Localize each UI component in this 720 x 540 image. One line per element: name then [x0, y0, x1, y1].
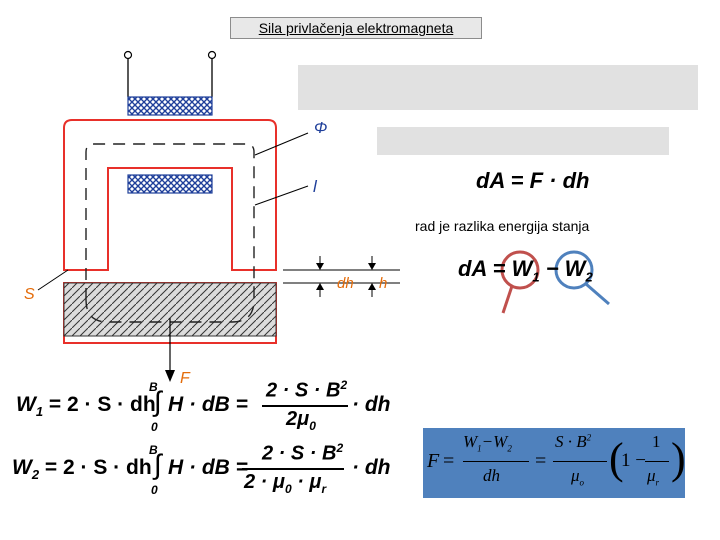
dh-label: dh — [337, 275, 354, 292]
circle-w1-handle — [501, 285, 514, 314]
eq-w2-fraction-bar — [242, 468, 344, 470]
f-num4: 1 — [652, 432, 661, 451]
eq-da-lhs: dA = — [458, 256, 512, 281]
f-den2: μo — [571, 466, 584, 487]
f-num1-w2-sub: 2 — [507, 443, 512, 454]
eq-w1-integral: ∫ — [154, 386, 162, 417]
coil-middle — [127, 174, 213, 194]
f-num2-sup: 2 — [586, 432, 592, 443]
eq-w1-den-text: 2μ — [286, 408, 310, 430]
eq-w2-den-sub: 0 — [284, 482, 292, 496]
s-leader — [37, 269, 69, 291]
eq-w2-numerator: 2 · S · B2 — [262, 441, 343, 466]
f-paren-open: ( — [609, 434, 624, 483]
force-formula-box: F = W1−W2 dh = S · B2 μo ( 1 − 1 μr ) — [423, 428, 686, 498]
s-label: S — [24, 286, 35, 303]
eq-w2-mid: = 2 · S · dh — [39, 456, 152, 479]
eq-w2-den-tail-sub: r — [321, 482, 327, 496]
h-arrowhead-bottom — [368, 283, 376, 290]
magnet-core — [63, 119, 277, 271]
f-paren-close: ) — [671, 434, 686, 483]
eq-w2-num-text: 2 · S · B — [262, 442, 337, 465]
eq-w1-int-bottom: 0 — [151, 420, 158, 434]
eq-minus: − — [539, 256, 565, 281]
f-eq1: = — [443, 450, 455, 472]
circle-w2-handle — [585, 282, 610, 306]
f-den4-mu: μ — [647, 466, 656, 485]
terminal-right — [207, 50, 217, 60]
f-one-minus: 1 − — [621, 450, 646, 471]
eq-w2-tail: · dh — [352, 456, 391, 479]
eq-w2-int-top: B — [149, 443, 158, 457]
eq-w2-denominator: 2 · μ0 · μr — [244, 471, 326, 496]
l-leader — [254, 185, 309, 206]
eq-w2-integrand: H · dB = — [168, 456, 248, 479]
force-arrowhead — [165, 370, 175, 382]
h-arrowhead-top — [368, 263, 376, 270]
circle-w2 — [554, 250, 594, 290]
eq-da-f-dh: dA = F · dh — [476, 168, 590, 193]
eq-w1-mid: = 2 · S · dh — [43, 393, 156, 416]
terminal-left — [123, 50, 133, 60]
eq-w2-lhs-sub: 2 — [31, 467, 40, 483]
eq-w2-den-tail: · μ — [291, 471, 322, 493]
l-label: l — [313, 177, 318, 196]
placeholder-box-top — [298, 65, 698, 110]
eq-w1-fraction-bar — [262, 405, 348, 407]
eq-w2-num-sup: 2 — [336, 441, 344, 455]
eq-w1-numerator: 2 · S · B2 — [266, 378, 347, 403]
eq-w2-int-bottom: 0 — [151, 483, 158, 497]
eq-w1-block: W1 = 2 · S · dh B ∫ 0 H · dB = 2 · S · B… — [16, 378, 396, 434]
f-num1-w1: W — [463, 432, 478, 451]
f-den4-sub: r — [655, 477, 660, 488]
flux-path — [85, 143, 255, 323]
eq-w1-tail: · dh — [352, 393, 391, 416]
f-den1: dh — [483, 466, 500, 485]
eq-w2-integral: ∫ — [154, 449, 162, 480]
eq-w1-integrand: H · dB = — [168, 393, 248, 416]
dh-arrowhead-top — [316, 263, 324, 270]
f-num2-text: S · B — [555, 432, 587, 451]
eq-w1: W — [511, 256, 533, 281]
eq-da-w1-w2: dA = W1 − W2 — [458, 256, 593, 284]
dh-arrowhead-bottom — [316, 283, 324, 290]
eq-w2-lhs: W — [12, 456, 32, 479]
phi-label: Φ — [314, 120, 327, 137]
eq-w1-lhs: W — [16, 393, 36, 416]
eq-w2-den-text: 2 · μ — [244, 471, 285, 493]
energy-difference-text: rad je razlika energija stanja — [415, 218, 590, 234]
circle-w1 — [500, 250, 540, 290]
f-frac-bar-2 — [553, 461, 607, 462]
eq-w2-sub: 2 — [585, 269, 593, 285]
f-num1-w2: −W — [481, 432, 508, 451]
phi-leader — [254, 132, 309, 156]
eq-w1-denominator: 2μ0 — [286, 408, 316, 433]
f-den2-sub: o — [579, 477, 585, 488]
f-num1-w1-sub: 1 — [477, 443, 482, 454]
eq-w1-num-text: 2 · S · B — [266, 379, 341, 402]
slide-title: Sila privlačenja elektromagneta — [230, 17, 482, 39]
eq-w1-den-sub: 0 — [309, 419, 316, 433]
eq-w1-sub: 1 — [532, 269, 540, 285]
eq-w2: W — [564, 256, 586, 281]
h-label: h — [379, 275, 387, 292]
f-den4: μr — [647, 466, 659, 487]
eq-w1-int-top: B — [149, 380, 158, 394]
eq-w2-block: W2 = 2 · S · dh B ∫ 0 H · dB = 2 · S · B… — [12, 441, 392, 499]
f-num2: S · B2 — [555, 432, 591, 452]
eq-w1-num-sup: 2 — [340, 378, 348, 392]
f-den2-mu: μ — [571, 466, 580, 485]
placeholder-box-middle — [377, 127, 669, 155]
f-frac-bar-1 — [463, 461, 529, 462]
coil-top — [127, 96, 213, 116]
f-num1: W1−W2 — [463, 432, 512, 453]
f-frac-bar-3 — [645, 461, 669, 462]
eq-w1-lhs-sub: 1 — [35, 404, 44, 420]
f-lhs: F — [427, 450, 440, 472]
f-eq2: = — [535, 450, 547, 472]
f-label: F — [180, 370, 191, 387]
